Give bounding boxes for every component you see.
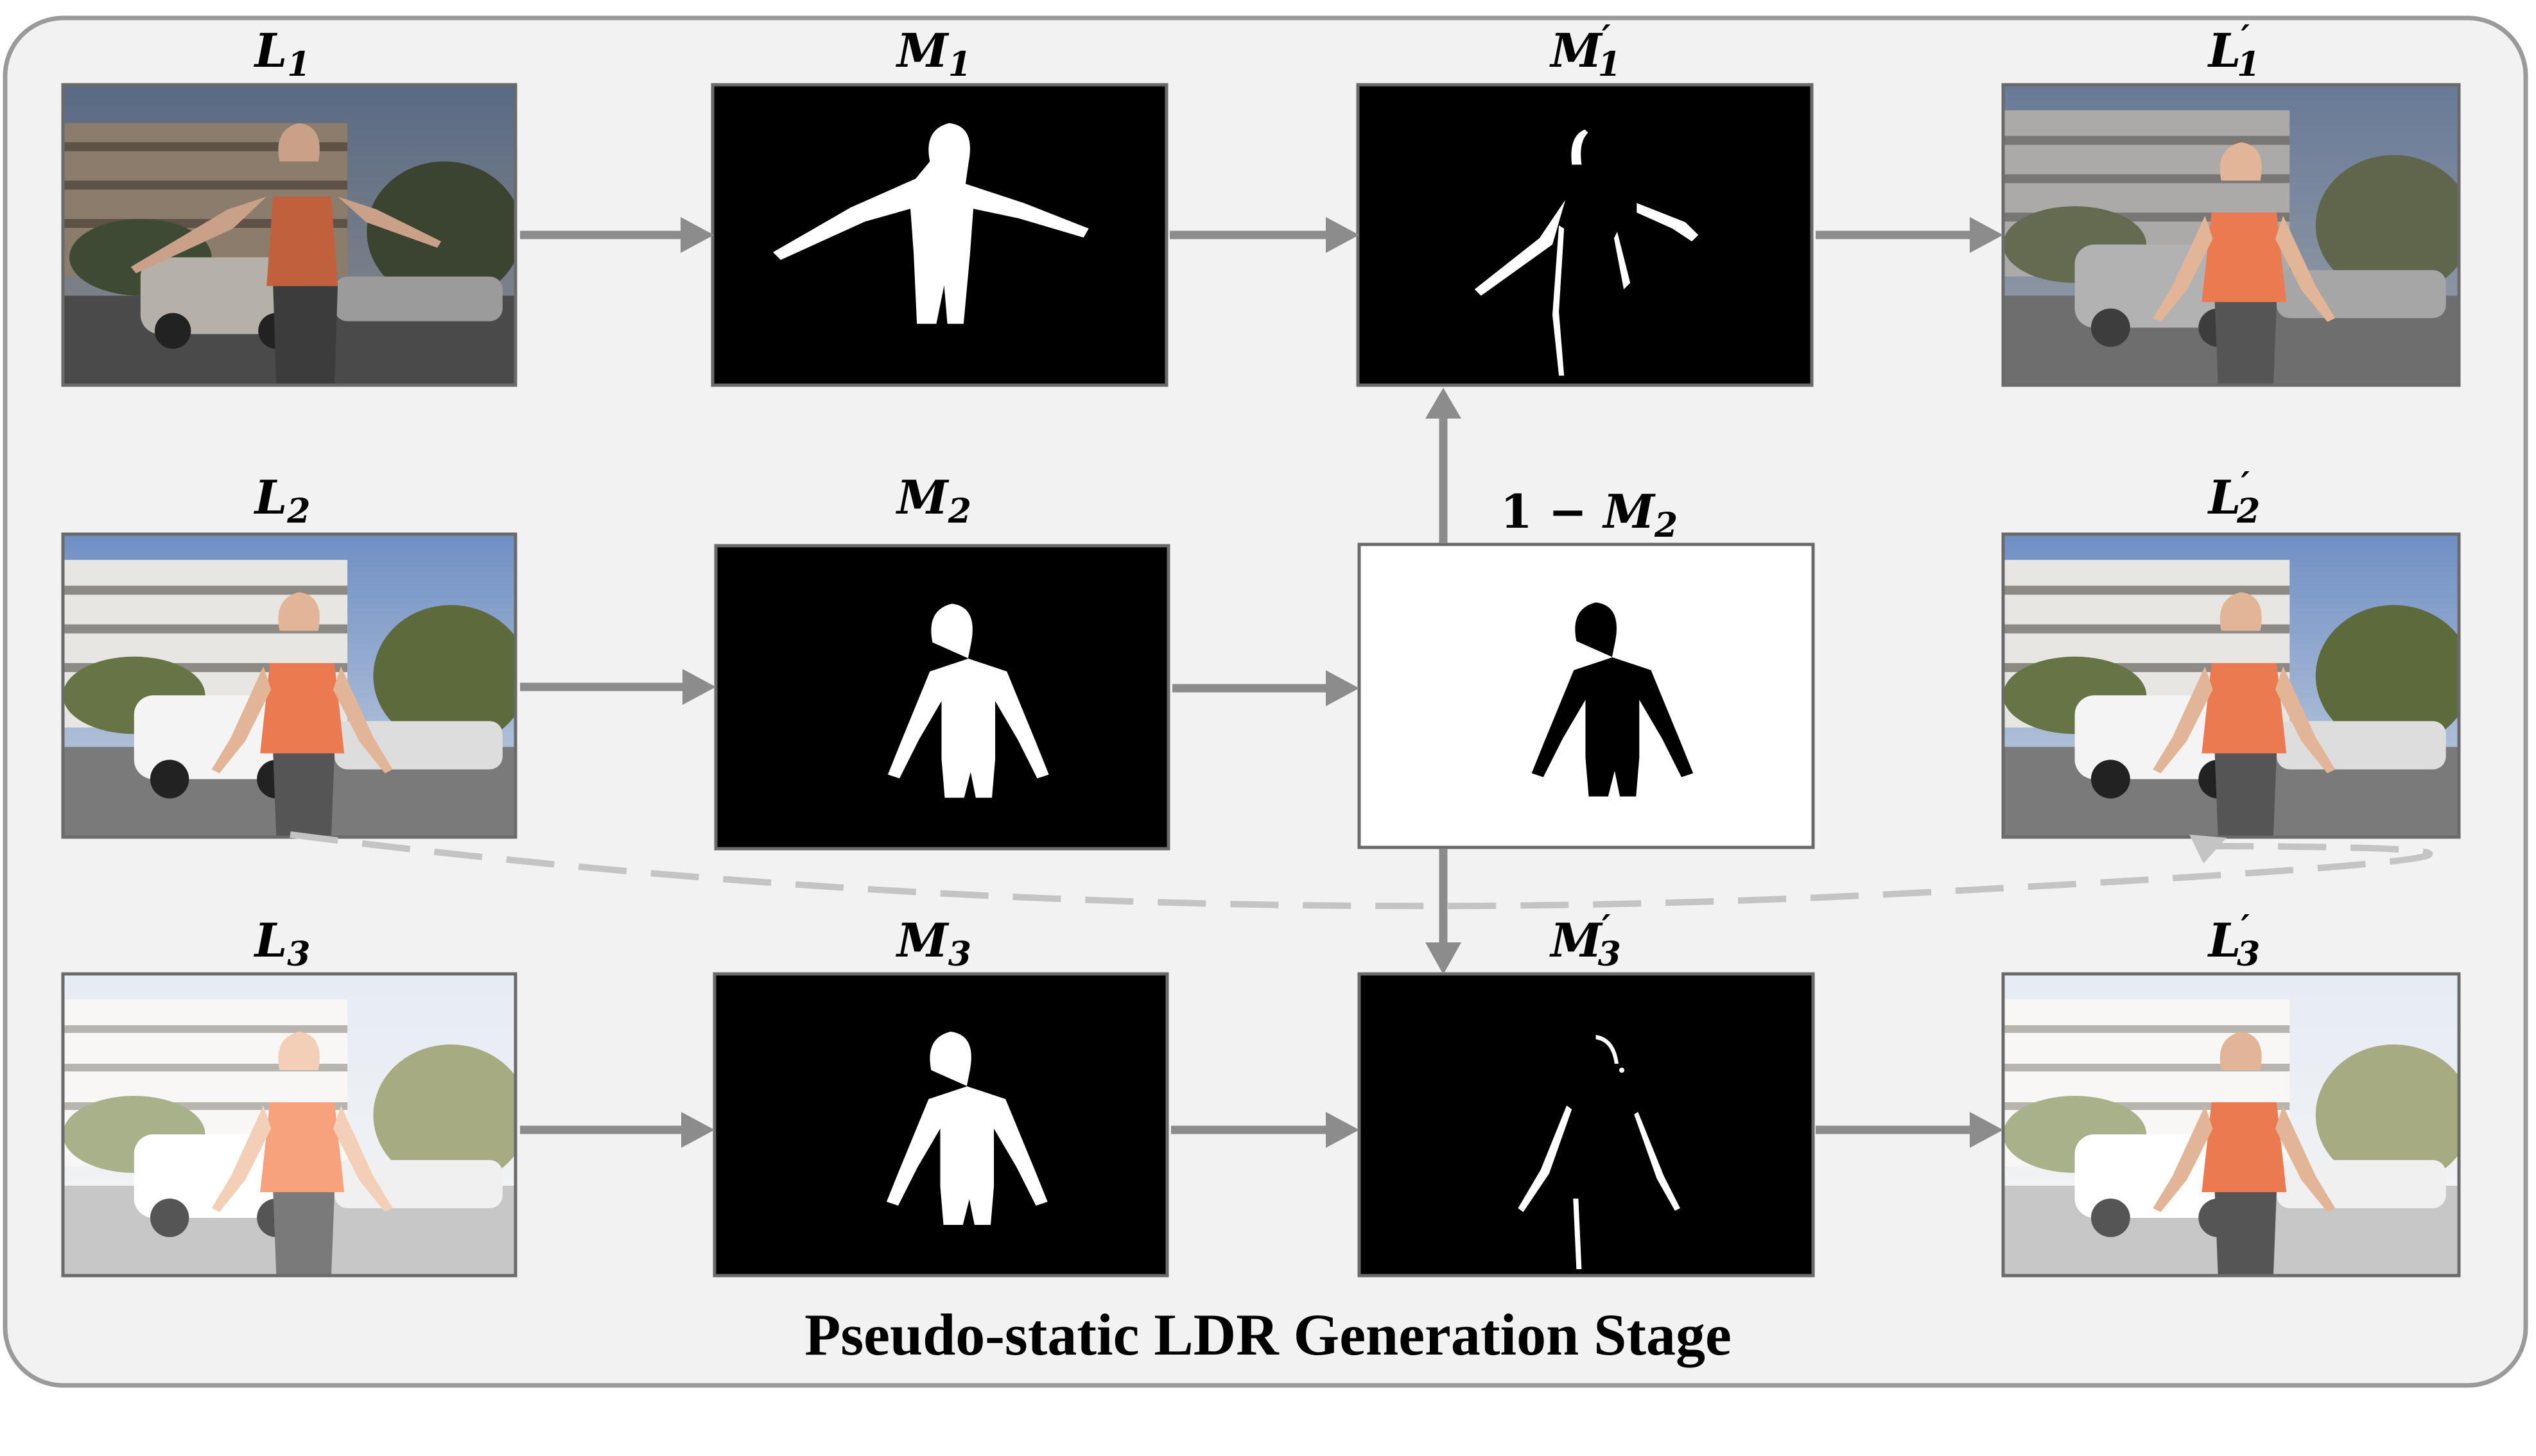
label-l2: L2 (254, 470, 311, 531)
mask-inverse-m2 (1357, 542, 1815, 849)
stage-panel (3, 15, 2528, 1388)
arrow-inverse-to-m1-prime (1425, 388, 1461, 543)
label-m1: M1 (895, 23, 971, 84)
image-l2 (61, 532, 517, 839)
image-l1 (61, 83, 517, 387)
label-inverse-m2: 1 − M2 (1500, 484, 1678, 545)
label-m3: M3 (895, 913, 971, 974)
mask-m2 (714, 544, 1170, 851)
label-m2: M2 (895, 470, 971, 531)
arrow-m1-to-m1-prime (1170, 217, 1359, 253)
label-m3-prime: M′3 (1549, 908, 1621, 974)
image-l3 (61, 972, 517, 1278)
mask-m3-prime (1357, 972, 1815, 1278)
mask-m3 (713, 972, 1169, 1278)
arrow-l1-to-m1 (520, 217, 714, 253)
mask-m1 (711, 83, 1168, 387)
arrow-l2-to-m2 (520, 669, 716, 705)
label-l3-prime: L′3 (2207, 908, 2261, 974)
image-l2-prime (2001, 532, 2461, 839)
label-l3: L3 (254, 913, 311, 974)
label-l1: L1 (254, 23, 311, 84)
label-l1-prime: L′1 (2207, 18, 2261, 84)
mask-m1-prime (1356, 83, 1814, 387)
arrow-m2-to-inverse (1172, 670, 1359, 706)
label-l2-prime: L′2 (2207, 465, 2261, 531)
arrow-l3-to-m3 (520, 1112, 715, 1148)
arrow-m1-prime-to-l1-prime (1816, 217, 2003, 253)
stage-caption: Pseudo-static LDR Generation Stage (804, 1302, 1732, 1367)
label-m1-prime: M′1 (1549, 18, 1621, 84)
arrow-m3-to-m3-prime (1171, 1112, 1359, 1148)
image-l3-prime (2001, 972, 2461, 1278)
dashed-arrow-l2-to-l2-prime (290, 831, 2433, 910)
arrow-inverse-to-m3-prime (1425, 849, 1461, 975)
arrow-m3-prime-to-l3-prime (1816, 1112, 2003, 1148)
image-l1-prime (2001, 83, 2461, 387)
